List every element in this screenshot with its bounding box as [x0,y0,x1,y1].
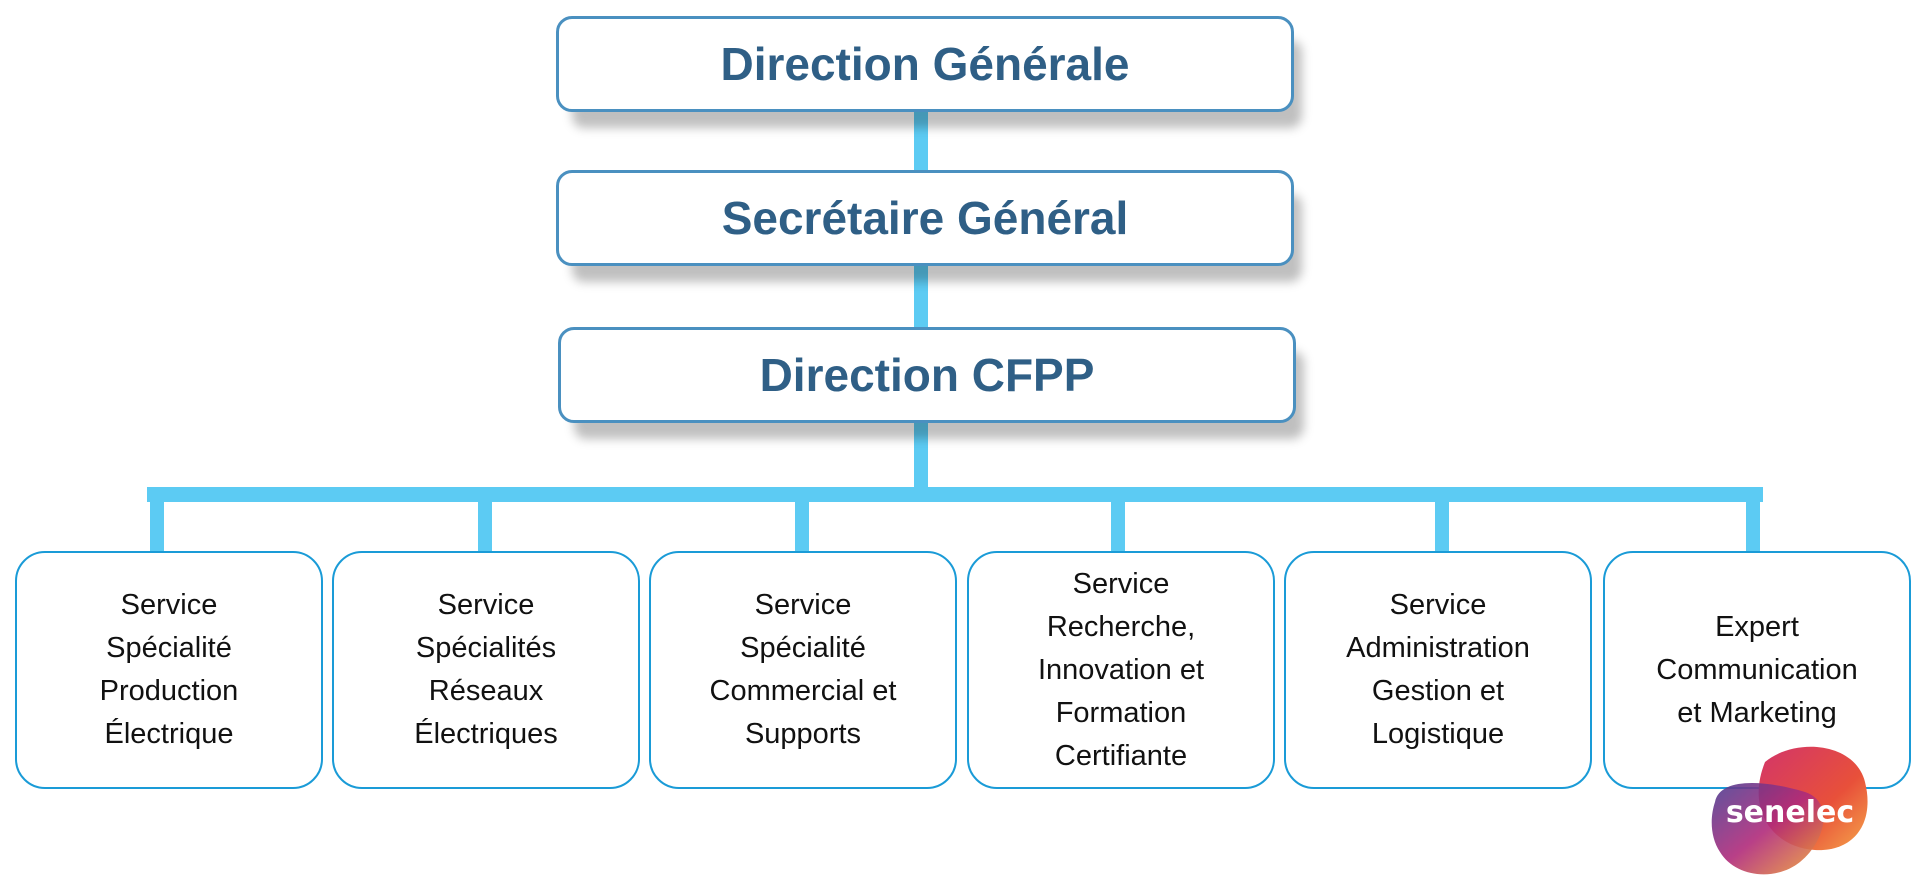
direction-generale-label: Direction Générale [720,38,1130,90]
expert-label: Expert Communication et Marketing [1656,610,1858,729]
senelec-logo: senelec [1711,746,1868,875]
connector-horizontal [147,487,1763,502]
service-box: Service Spécialité Commercial et Support… [649,551,957,789]
service-label: Service Administration Gestion et Logist… [1346,589,1530,750]
connector-drop [1435,495,1449,553]
service-label: Service Spécialité Commercial et Support… [709,589,897,750]
service-label: Service Spécialités Réseaux Électriques [414,589,558,750]
service-box: Service Spécialité Production Électrique [15,551,323,789]
connector-drop [1111,495,1125,553]
service-box: Service Administration Gestion et Logist… [1284,551,1592,789]
expert-box: Expert Communication et Marketing [1603,551,1911,789]
service-label: Service Recherche, Innovation et Formati… [1037,567,1205,772]
connector-drop [150,495,164,553]
service-box: Service Recherche, Innovation et Formati… [967,551,1275,789]
secretaire-general-box: Secrétaire Général [556,170,1294,266]
direction-cfpp-label: Direction CFPP [759,349,1095,401]
secretaire-general-label: Secrétaire Général [721,192,1129,244]
logo-text: senelec [1726,795,1854,830]
connector-vertical-main [914,110,928,495]
connector-drop [795,495,809,553]
service-box: Service Spécialités Réseaux Électriques [332,551,640,789]
connector-drop [478,495,492,553]
connector-drop [1746,495,1760,553]
direction-cfpp-box: Direction CFPP [558,327,1296,423]
service-label: Service Spécialité Production Électrique [99,589,239,750]
direction-generale-box: Direction Générale [556,16,1294,112]
